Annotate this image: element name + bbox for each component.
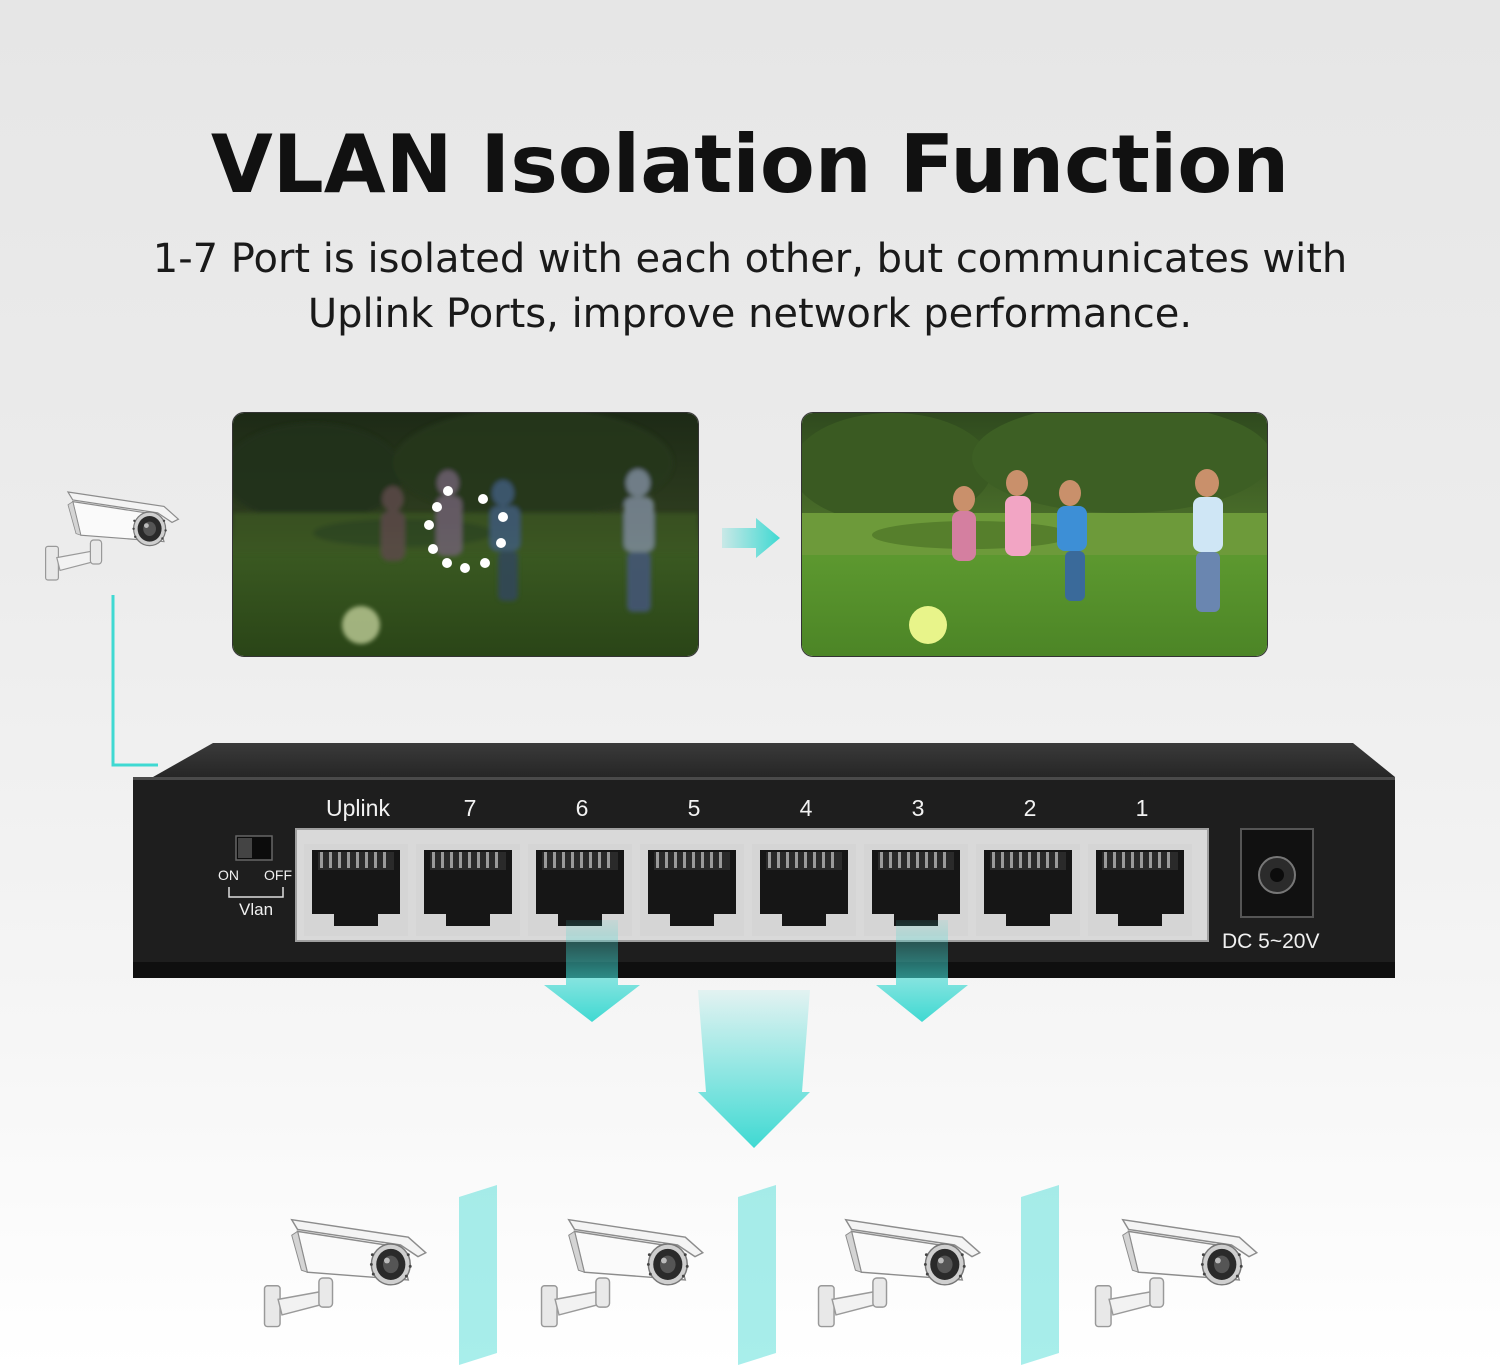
arrow-down-icon-port3 <box>876 920 968 1022</box>
arrow-down-icon-port6 <box>544 920 640 1022</box>
arrow-right-icon <box>722 518 782 562</box>
page-subtitle: 1-7 Port is isolated with each other, bu… <box>100 232 1400 342</box>
blurry-video-frame <box>232 412 699 657</box>
port-label-6: 6 <box>575 795 589 821</box>
clear-video-frame <box>801 412 1268 657</box>
isolation-barrier <box>738 1185 776 1365</box>
page-title: VLAN Isolation Function <box>210 118 1290 211</box>
port-label-7: 7 <box>463 795 477 821</box>
isolation-barrier <box>1021 1185 1059 1365</box>
vlan-on-label: ON <box>218 867 239 883</box>
uplink-cable-line <box>111 595 158 767</box>
security-camera-icon <box>262 1210 438 1350</box>
port-label-3: 3 <box>911 795 925 821</box>
port-label-1: 1 <box>1135 795 1149 821</box>
arrow-down-icon-main <box>698 990 810 1148</box>
subtitle-line-2: Uplink Ports, improve network performanc… <box>307 291 1193 337</box>
security-camera-icon <box>539 1210 715 1350</box>
isolation-barrier <box>459 1185 497 1365</box>
vlan-off-label: OFF <box>264 867 292 883</box>
subtitle-line-1: 1-7 Port is isolated with each other, bu… <box>152 236 1348 282</box>
port-label-4: 4 <box>799 795 813 821</box>
port-label-2: 2 <box>1023 795 1037 821</box>
vlan-switch-label: Vlan <box>239 900 274 919</box>
port-label-uplink: Uplink <box>326 795 390 821</box>
security-camera-icon <box>1093 1210 1269 1350</box>
port-label-5: 5 <box>687 795 701 821</box>
power-input-label: DC 5~20V <box>1222 930 1320 953</box>
security-camera-icon <box>816 1210 992 1350</box>
